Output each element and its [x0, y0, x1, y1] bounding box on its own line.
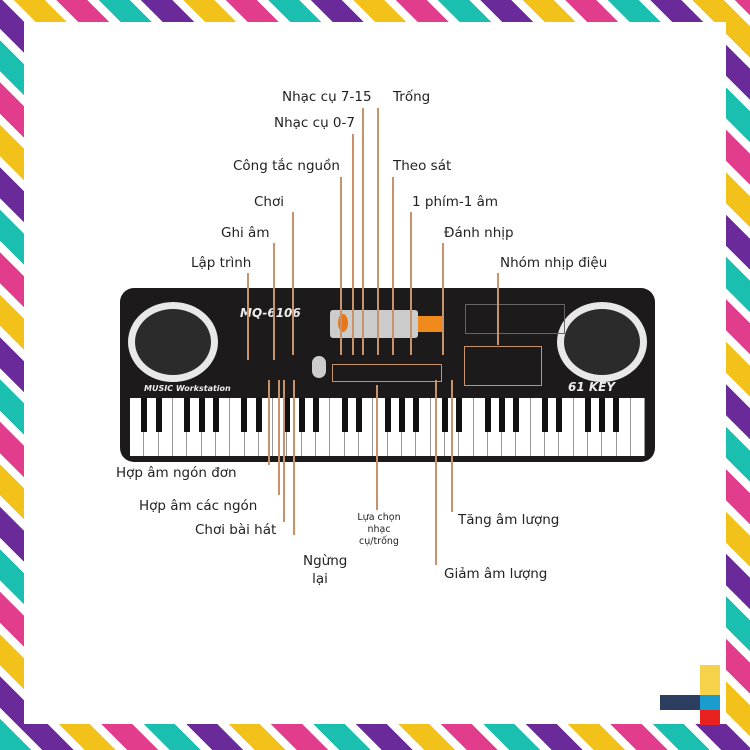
- left-speaker: [128, 302, 218, 382]
- callout-label: Ghi âm: [221, 225, 270, 241]
- leader-line: [340, 177, 342, 355]
- leader-line: [293, 380, 295, 535]
- black-key[interactable]: [413, 398, 420, 432]
- stop-button[interactable]: [312, 356, 326, 378]
- leader-line: [278, 380, 280, 495]
- black-key[interactable]: [298, 398, 305, 432]
- black-key[interactable]: [556, 398, 563, 432]
- black-key[interactable]: [484, 398, 491, 432]
- leader-line: [451, 380, 453, 512]
- callout-label: Nhạc cụ 7-15: [282, 89, 372, 105]
- callout-label: Công tắc nguồn: [233, 158, 340, 174]
- leader-line: [292, 212, 294, 355]
- callout-label: Nhóm nhịp điệu: [500, 255, 608, 271]
- black-key[interactable]: [541, 398, 548, 432]
- model-name: MQ-6106: [240, 306, 301, 320]
- black-key[interactable]: [498, 398, 505, 432]
- black-key[interactable]: [312, 398, 319, 432]
- white-key[interactable]: [617, 398, 631, 456]
- piano-keys[interactable]: [130, 398, 646, 456]
- brand-text: MUSIC Workstation: [144, 384, 231, 393]
- black-key[interactable]: [355, 398, 362, 432]
- callout-label: Tăng âm lượng: [458, 512, 560, 528]
- white-key[interactable]: [359, 398, 374, 456]
- leader-line: [352, 134, 354, 355]
- white-key[interactable]: [631, 398, 646, 456]
- black-key[interactable]: [155, 398, 162, 432]
- leader-line: [283, 380, 285, 522]
- black-key[interactable]: [456, 398, 463, 432]
- leader-line: [268, 380, 270, 465]
- leader-line: [376, 385, 378, 510]
- callout-label: Theo sát: [393, 158, 452, 174]
- white-key[interactable]: [216, 398, 231, 456]
- black-key[interactable]: [341, 398, 348, 432]
- info-panel: [465, 304, 565, 334]
- black-key[interactable]: [284, 398, 291, 432]
- right-speaker: [557, 302, 647, 382]
- black-key[interactable]: [184, 398, 191, 432]
- leader-line: [392, 177, 394, 355]
- black-key[interactable]: [141, 398, 148, 432]
- white-key[interactable]: [559, 398, 574, 456]
- callout-label: Nhạc cụ 0-7: [274, 115, 355, 131]
- instrument-buttons[interactable]: [332, 364, 442, 382]
- rhythm-group[interactable]: [464, 346, 542, 386]
- black-key[interactable]: [613, 398, 620, 432]
- black-key[interactable]: [212, 398, 219, 432]
- black-key[interactable]: [584, 398, 591, 432]
- callout-label: Đánh nhịp: [444, 225, 514, 241]
- power-knob[interactable]: [338, 314, 348, 332]
- white-key[interactable]: [159, 398, 173, 456]
- black-key[interactable]: [398, 398, 405, 432]
- callout-label: Hợp âm ngón đơn: [116, 465, 237, 481]
- callout-label: Trống: [393, 89, 431, 105]
- white-key[interactable]: [259, 398, 274, 456]
- black-key[interactable]: [599, 398, 606, 432]
- black-key[interactable]: [384, 398, 391, 432]
- leader-line: [410, 212, 412, 355]
- leader-line: [497, 273, 499, 345]
- callout-label: Ngừng lại: [303, 553, 348, 587]
- leader-line: [273, 243, 275, 360]
- black-key[interactable]: [241, 398, 248, 432]
- black-key[interactable]: [441, 398, 448, 432]
- black-key[interactable]: [255, 398, 262, 432]
- callout-label: Lập trình: [191, 255, 252, 271]
- black-key[interactable]: [513, 398, 520, 432]
- callout-label: Chơi: [254, 194, 284, 210]
- callout-label: Lựa chọn nhạc cụ/trống: [357, 512, 401, 547]
- leader-line: [442, 243, 444, 355]
- keys-text: 61 KEY: [568, 380, 616, 394]
- white-key[interactable]: [316, 398, 331, 456]
- callout-label: Chơi bài hát: [195, 522, 277, 538]
- leader-line: [377, 108, 379, 355]
- leader-line: [247, 273, 249, 360]
- callout-label: 1 phím-1 âm: [412, 194, 499, 210]
- shop-logo: [660, 665, 720, 725]
- callout-label: Giảm âm lượng: [444, 566, 548, 582]
- leader-line: [362, 108, 364, 355]
- white-key[interactable]: [416, 398, 431, 456]
- leader-line: [435, 380, 437, 565]
- keyboard: MQ-6106 MUSIC Workstation 61 KEY: [120, 288, 655, 462]
- white-key[interactable]: [516, 398, 531, 456]
- callout-label: Hợp âm các ngón: [139, 498, 258, 514]
- black-key[interactable]: [198, 398, 205, 432]
- led-display: [418, 316, 444, 332]
- white-key[interactable]: [459, 398, 474, 456]
